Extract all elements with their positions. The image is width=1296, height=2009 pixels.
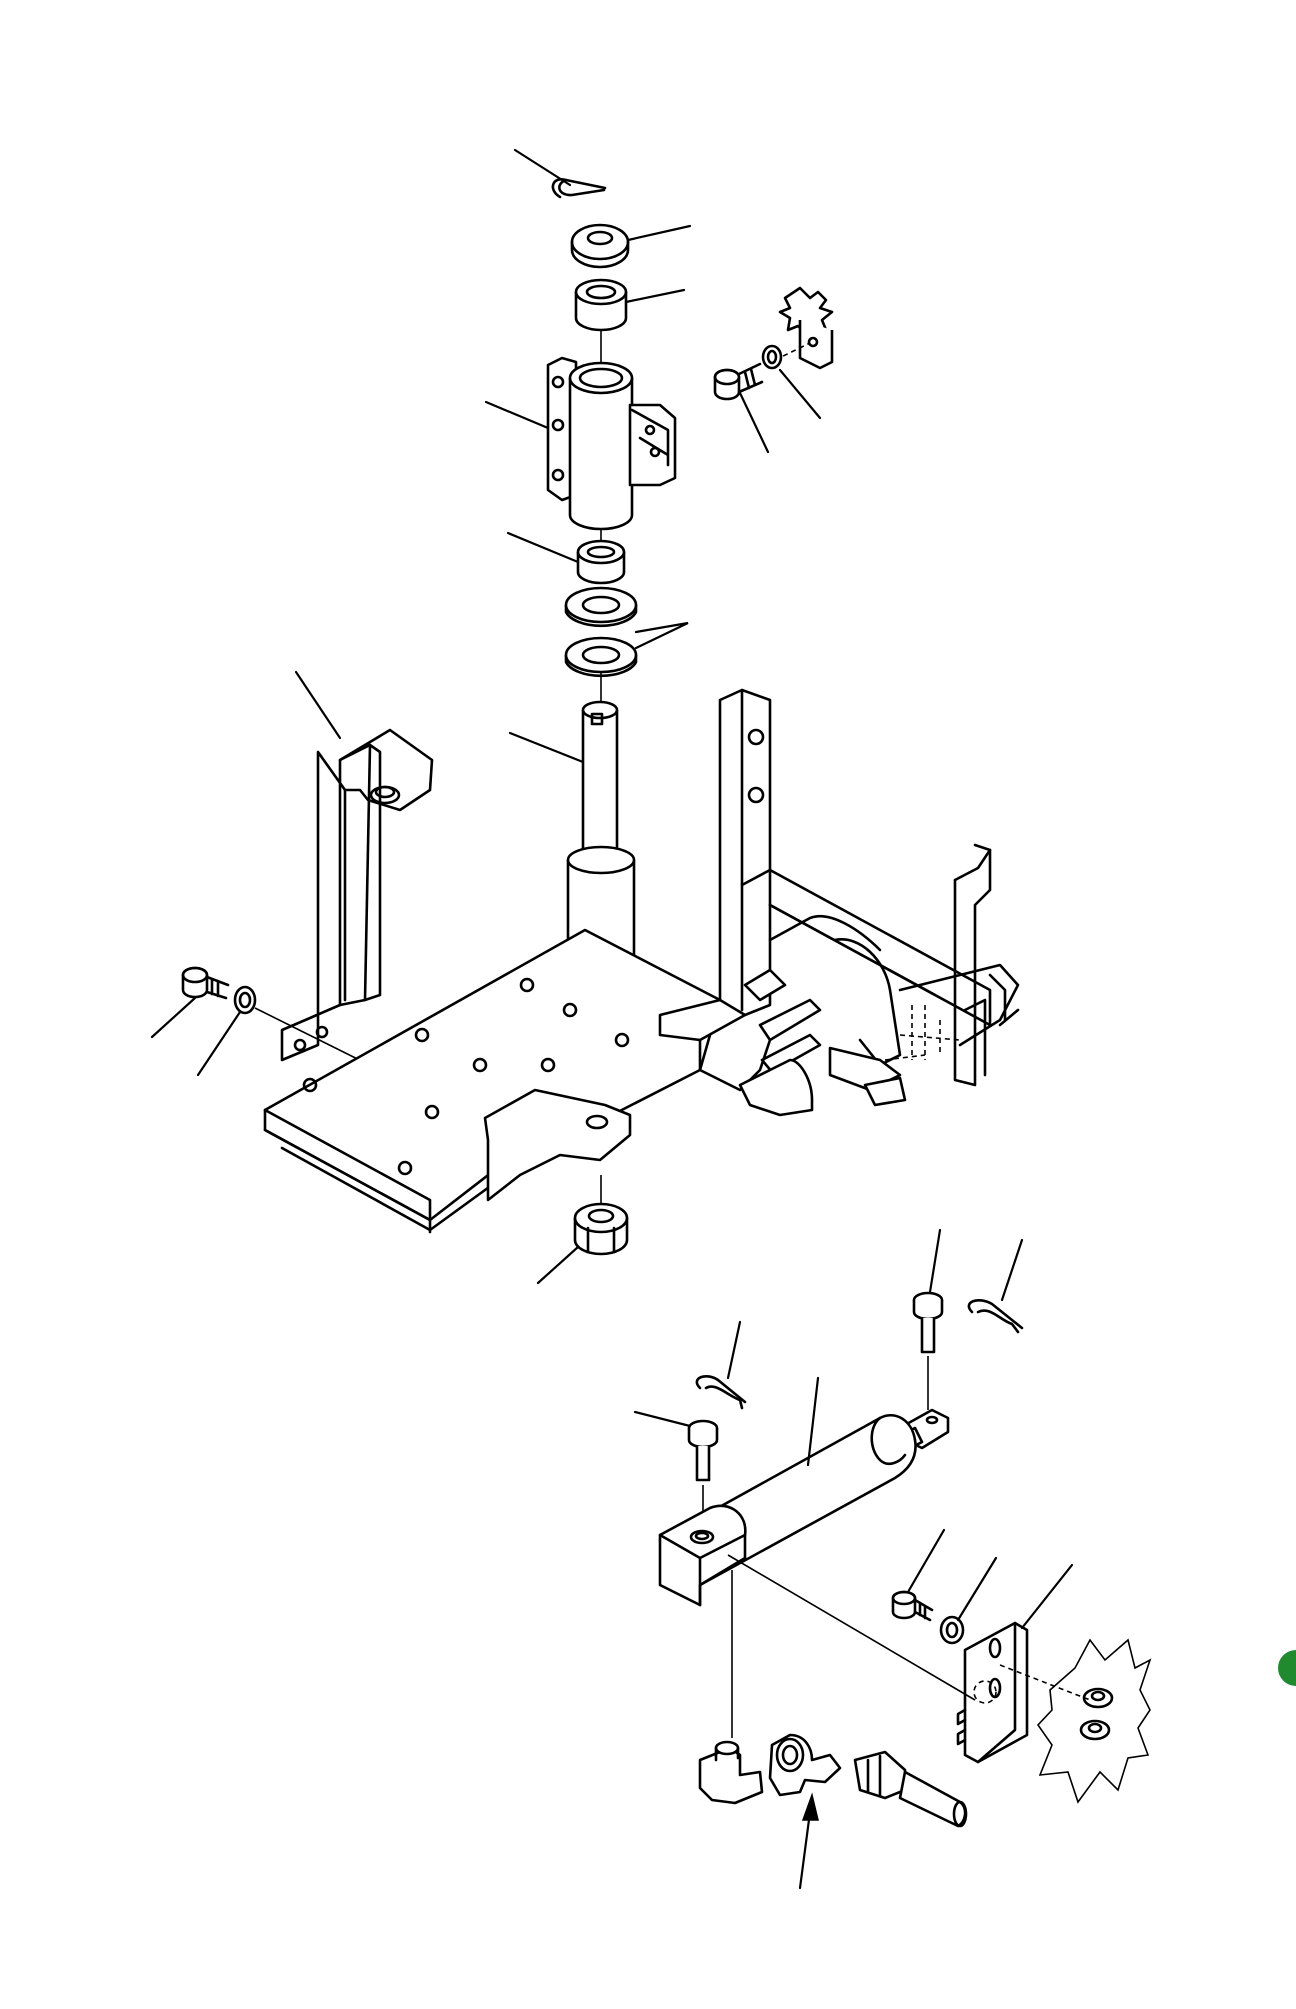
mount-plate	[956, 1621, 1029, 1764]
support-bracket	[280, 728, 434, 1062]
cotter-pin-right	[967, 1299, 1024, 1334]
cylinder-alignment-line	[727, 1554, 976, 1701]
washer-left	[233, 985, 257, 1015]
hose-fitting-elbow	[698, 1740, 764, 1805]
leader-bolt-lower	[906, 1528, 946, 1594]
hose	[853, 1750, 968, 1828]
leader-bolt-left	[150, 996, 197, 1039]
leader-bushing-top	[624, 288, 686, 304]
bushing-top	[574, 278, 628, 332]
leader-lock-washer-upper-right	[778, 368, 822, 420]
frame-upright	[658, 688, 1020, 1117]
leader-hydraulic-cylinder	[806, 1376, 820, 1467]
leader-pivot-housing	[484, 400, 550, 430]
clevis-pin-left	[687, 1419, 719, 1482]
leader-mount-plate	[1020, 1563, 1074, 1630]
cotter-pin-top	[551, 178, 607, 199]
washer-top	[570, 223, 630, 269]
lower-bushing	[576, 539, 626, 585]
nut-bottom	[573, 1202, 629, 1256]
leader-washer-left	[196, 1010, 242, 1077]
thrust-washer-1	[564, 586, 638, 628]
hydraulic-cylinder	[658, 1356, 950, 1607]
clevis-pin-right	[912, 1291, 944, 1354]
washer-lower	[939, 1615, 965, 1645]
mount-background	[999, 1638, 1152, 1804]
leader-cotter-pin-left	[726, 1320, 742, 1380]
leader-bolt-upper-right	[738, 391, 770, 454]
lock-washer-upper-right	[761, 344, 783, 370]
bolt-left	[181, 966, 230, 1000]
leader-washer-top	[626, 224, 692, 242]
leader-lower-bushing	[506, 531, 580, 564]
leader-cotter-pin-right	[1000, 1238, 1024, 1302]
leader-nut-bottom	[536, 1245, 580, 1285]
bolt-lower	[891, 1590, 934, 1622]
arrow-hose-fitting	[801, 1792, 819, 1821]
bolt-upper-right	[713, 362, 764, 401]
leader-clevis-pin-right	[928, 1228, 942, 1294]
mount-tab	[774, 286, 834, 370]
leader-cotter-pin-top	[513, 148, 572, 187]
thrust-washer-2	[564, 636, 638, 678]
page-marker-icon	[1278, 1650, 1296, 1686]
hose-fitting-adapter	[768, 1733, 842, 1797]
leader-steering-shaft	[508, 731, 585, 764]
leader-clevis-pin-left	[633, 1410, 692, 1428]
leader-washer-lower	[956, 1556, 998, 1622]
pivot-housing	[546, 356, 677, 531]
cotter-pin-left	[695, 1375, 747, 1410]
leader-support-bracket	[294, 670, 342, 740]
leader-hose-fitting	[798, 1810, 812, 1890]
leader-thrust-washers	[634, 621, 689, 650]
base-frame	[263, 928, 722, 1234]
